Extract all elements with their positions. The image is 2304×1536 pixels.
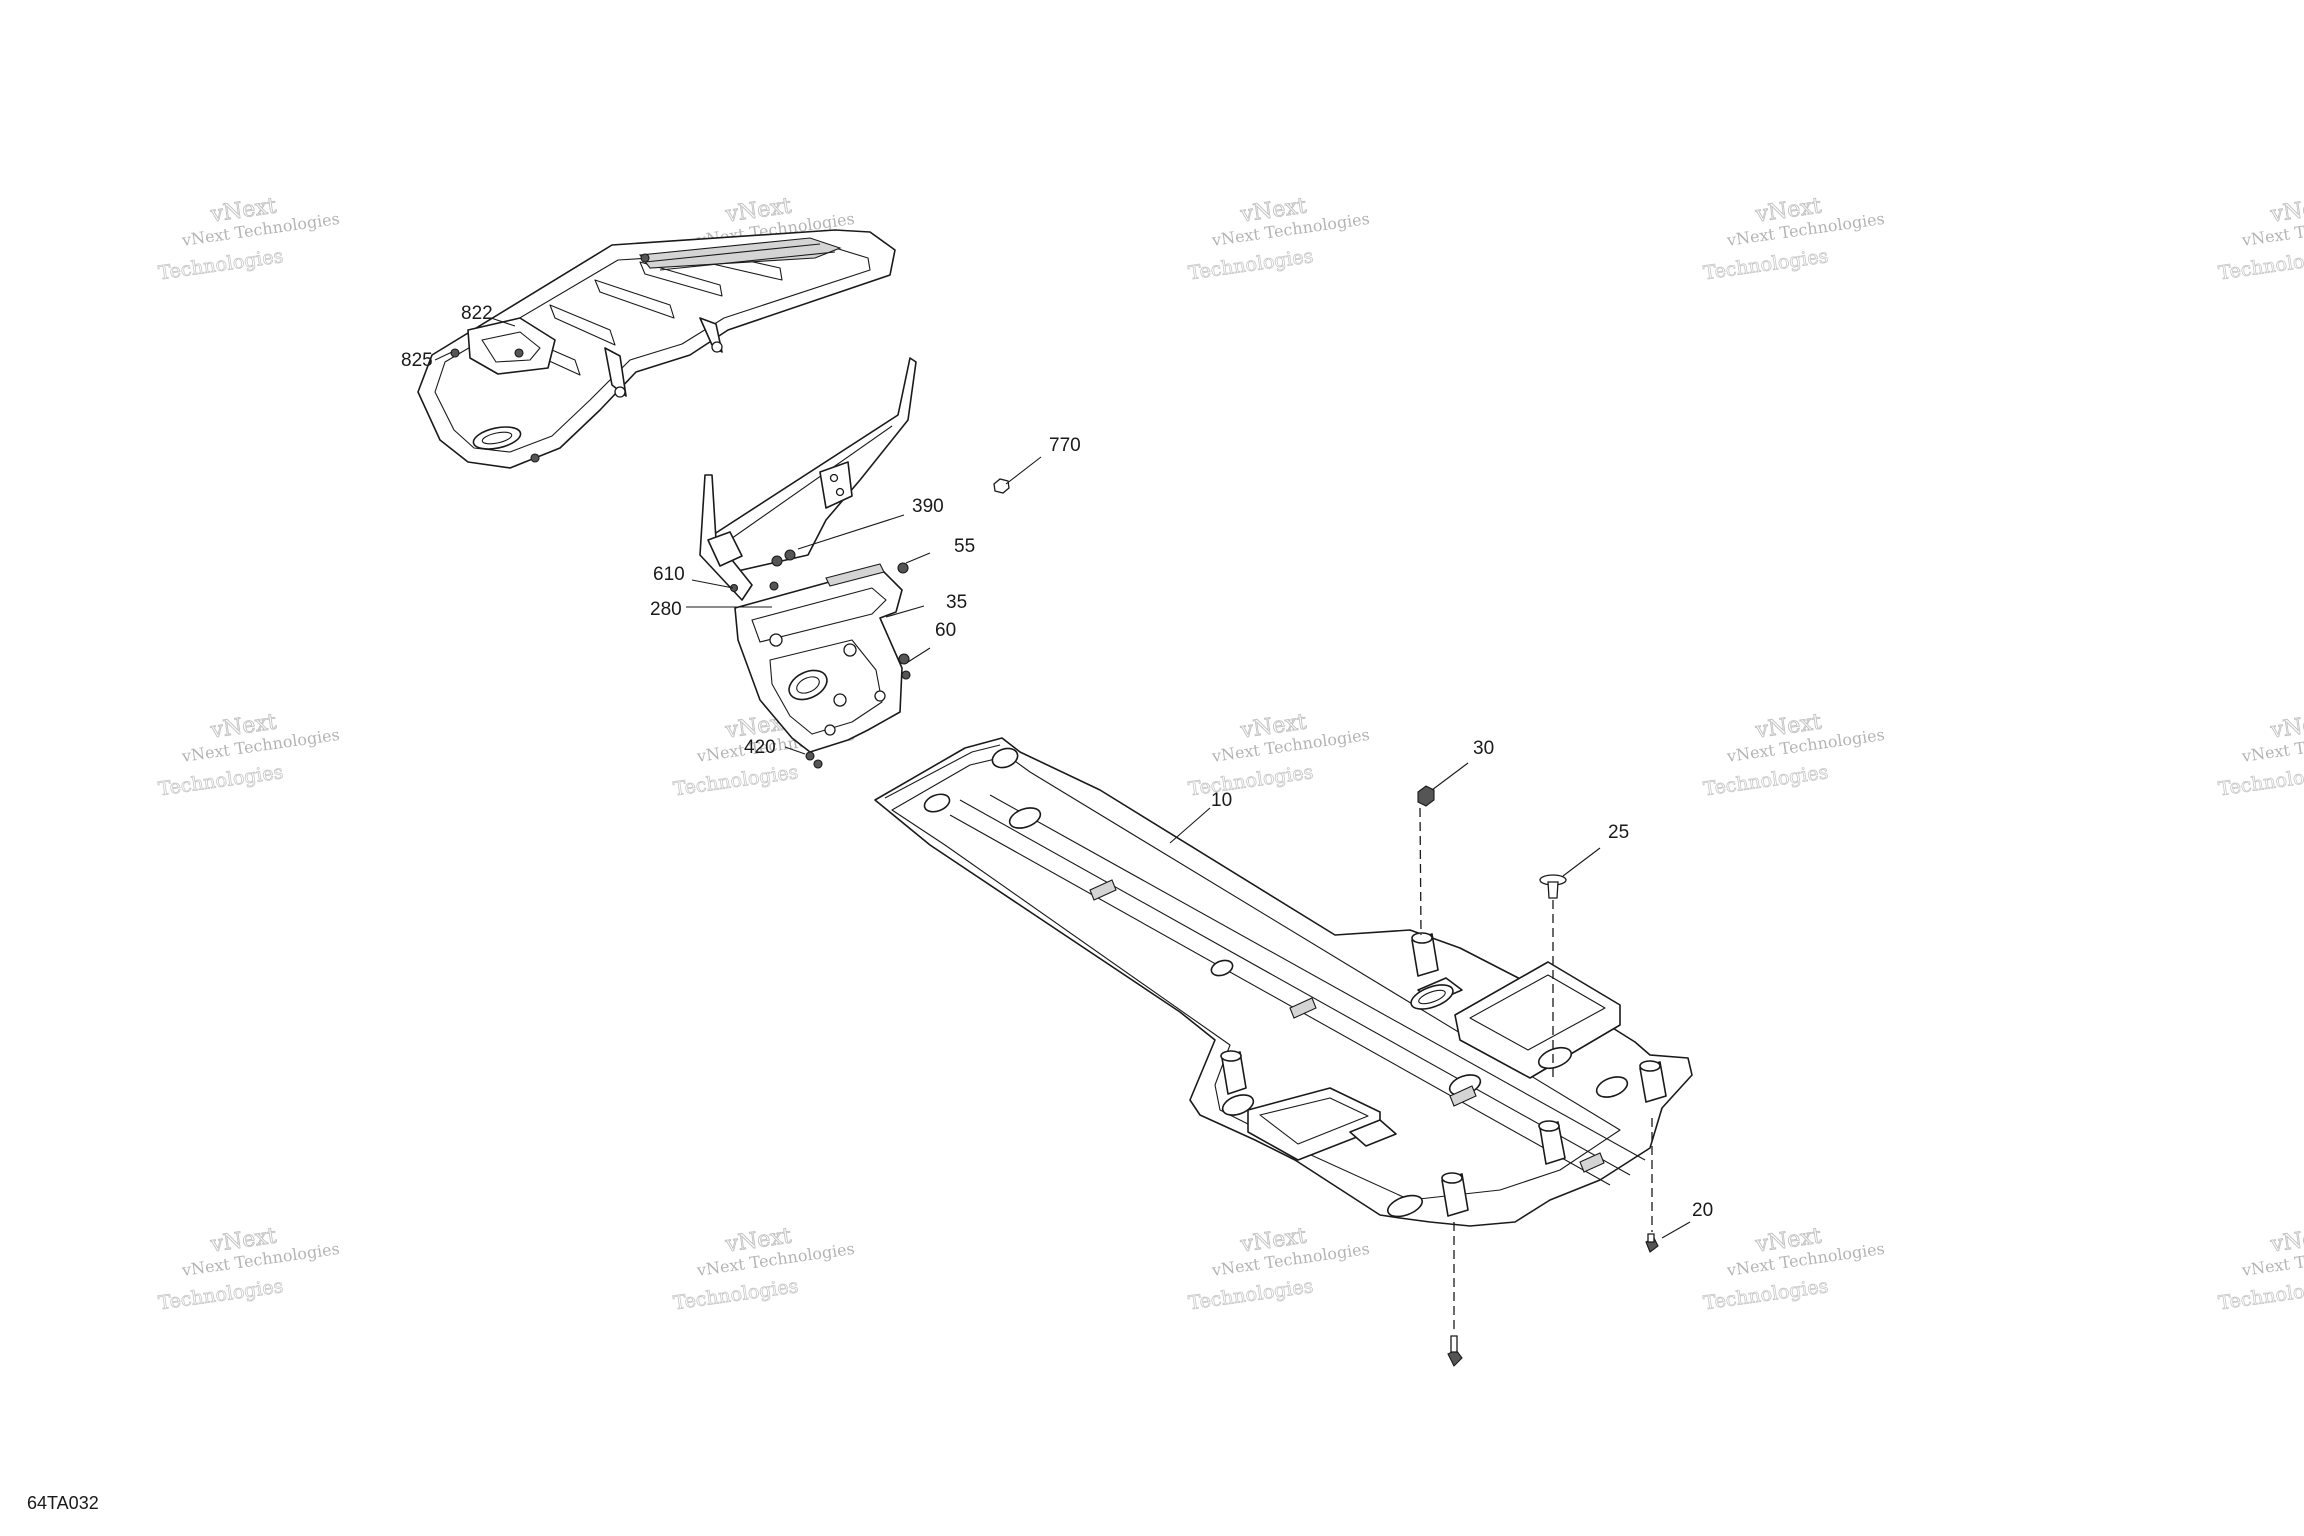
- watermark: vNext vNext Technologies Technologies: [1702, 1223, 1886, 1315]
- watermark: vNext vNext Technologies Technologies: [2217, 1223, 2304, 1315]
- svg-text:Technologies: Technologies: [1702, 1275, 1830, 1314]
- bolt-lower: [1447, 1335, 1463, 1367]
- watermark: vNext vNext Technologies Technologies: [672, 1223, 856, 1315]
- callout-20: 20: [1692, 1200, 1713, 1221]
- svg-text:Technologies: Technologies: [2217, 761, 2304, 800]
- callout-610: 610: [653, 564, 685, 585]
- callouts: 822 825 770 390 55 610 280 35 60 420 10 …: [401, 303, 1713, 1221]
- callout-35: 35: [946, 592, 967, 613]
- svg-text:Technologies: Technologies: [157, 245, 285, 284]
- watermark: vNext vNext Technologies Technologies: [157, 709, 341, 801]
- svg-text:Technologies: Technologies: [1702, 761, 1830, 800]
- watermark: vNext vNext Technologies Technologies: [157, 1223, 341, 1315]
- svg-text:Technologies: Technologies: [1187, 1275, 1315, 1314]
- watermark: vNext vNext Technologies Technologies: [2217, 709, 2304, 801]
- watermark: vNext vNext Technologies Technologies: [1187, 709, 1371, 801]
- callout-30: 30: [1473, 738, 1494, 759]
- svg-text:Technologies: Technologies: [1187, 761, 1315, 800]
- svg-text:Technologies: Technologies: [2217, 245, 2304, 284]
- watermark: vNext vNext Technologies Technologies: [1187, 1223, 1371, 1315]
- watermark: vNext vNext Technologies Technologies: [157, 193, 341, 285]
- svg-text:Technologies: Technologies: [1702, 245, 1830, 284]
- svg-text:Technologies: Technologies: [157, 1275, 285, 1314]
- watermark: vNext vNext Technologies Technologies: [1702, 193, 1886, 285]
- nut-30: [1417, 785, 1435, 807]
- callout-770: 770: [1049, 435, 1081, 456]
- callout-825: 825: [401, 350, 433, 371]
- bolt-20: [1645, 1233, 1659, 1253]
- callout-280: 280: [650, 599, 682, 620]
- callout-822: 822: [461, 303, 493, 324]
- assembly-lines: [1419, 807, 1653, 1334]
- svg-text:Technologies: Technologies: [1187, 245, 1315, 284]
- rear-bracket-assembly: [699, 357, 917, 769]
- skid-plate: [874, 737, 1693, 1227]
- svg-text:Technologies: Technologies: [672, 761, 800, 800]
- callout-10: 10: [1211, 790, 1232, 811]
- callout-420: 420: [744, 737, 776, 758]
- callout-55: 55: [954, 536, 975, 557]
- callout-25: 25: [1608, 822, 1629, 843]
- watermark: vNext vNext Technologies Technologies: [1187, 193, 1371, 285]
- callout-60: 60: [935, 620, 956, 641]
- rear-rack: [417, 229, 896, 469]
- leader-lines: [434, 317, 1691, 1239]
- nut-770: [993, 478, 1010, 494]
- watermark: vNext vNext Technologies Technologies: [2217, 193, 2304, 285]
- callout-390: 390: [912, 496, 944, 517]
- svg-text:Technologies: Technologies: [672, 1275, 800, 1314]
- figure-id: 64TA032: [27, 1493, 99, 1513]
- svg-text:Technologies: Technologies: [2217, 1275, 2304, 1314]
- watermark: vNext vNext Technologies Technologies: [1702, 709, 1886, 801]
- svg-text:Technologies: Technologies: [157, 761, 285, 800]
- pin-25: [1539, 874, 1567, 899]
